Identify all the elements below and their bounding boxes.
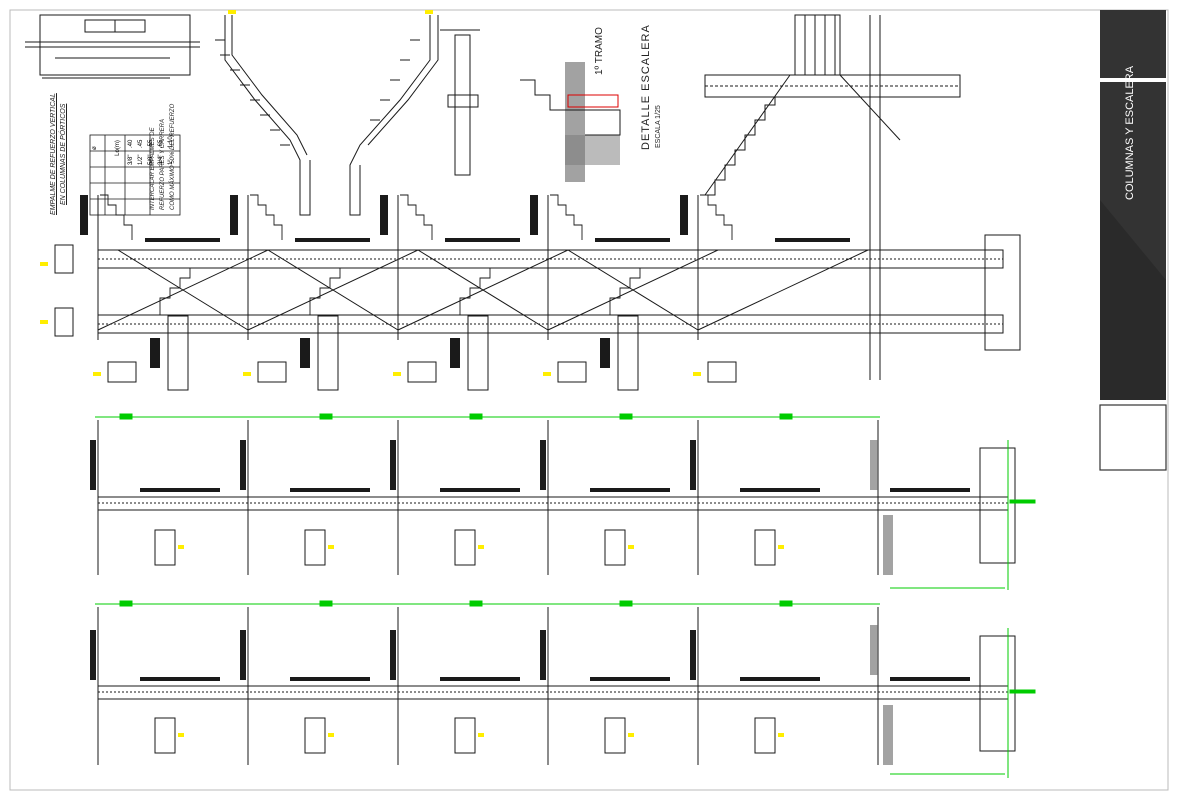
column-sections-row3 — [154, 717, 776, 754]
dims-row3 — [95, 600, 1036, 778]
rebar-tags-row3 — [90, 630, 970, 681]
table-cell: .40 — [128, 139, 134, 148]
stair-detail-scale: ESCALA 1/25 — [655, 105, 662, 148]
table-cell: 3/4" — [158, 154, 164, 165]
table-cell: .65 — [158, 139, 164, 148]
yellow-tags — [40, 10, 784, 737]
splice-title-1: EMPALME DE REFUERZO VERTICAL — [50, 93, 57, 215]
frame-elevation-1 — [97, 195, 1021, 351]
table-cell: 3/8" — [128, 154, 134, 165]
stair-runs-row1 — [100, 194, 733, 315]
titleblock-blank — [1099, 404, 1167, 471]
column-sections-row2 — [154, 529, 776, 566]
table-cell: .45 — [138, 139, 144, 148]
stair-detail-title: DETALLE ESCALERA — [640, 24, 652, 150]
stair-elevation-top — [704, 14, 961, 380]
table-header-dia: ø — [91, 146, 98, 150]
splice-detail — [25, 14, 200, 79]
table-cell: 1/2" — [138, 154, 144, 165]
sheet-title: COLUMNAS Y ESCALERA — [1124, 65, 1136, 200]
note-line-3: COMO MÁXIMO 50% DEL REFUERZO — [170, 103, 176, 210]
dims-row2 — [95, 413, 1036, 590]
table-cell: 1" — [168, 159, 174, 165]
stair-foundation-detail — [520, 62, 621, 182]
rebar-tags-row1 — [80, 195, 850, 391]
titleblock-top — [1100, 10, 1166, 78]
table-cell: .55 — [148, 139, 154, 148]
column-sections-row1 — [54, 244, 737, 383]
hatched-walls — [870, 440, 893, 765]
stair-section-3 — [440, 29, 480, 176]
table-cell: 5/8" — [148, 154, 154, 165]
table-cell: 1.10 — [168, 136, 174, 148]
rebar-tags-row2 — [90, 440, 970, 492]
stair-section-2 — [349, 15, 439, 216]
splice-title-2: EN COLUMNAS DE PÓRTICOS — [60, 103, 67, 205]
splice-table — [89, 134, 181, 216]
table-header-lo: Lo(m) — [114, 140, 121, 156]
first-flight-label: 1º TRAMO — [594, 27, 605, 75]
stair-section-1 — [215, 15, 311, 216]
